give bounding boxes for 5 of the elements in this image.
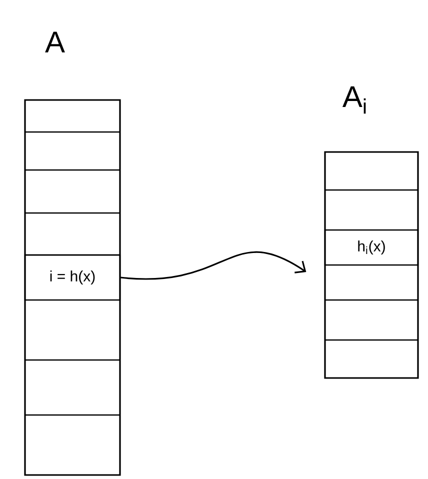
array-cell: h$_{i}$(x): [324, 229, 419, 266]
arrow: [120, 251, 306, 280]
array-cell: i = h(x): [24, 254, 121, 301]
node-label: A$_{i}$: [342, 86, 366, 114]
node-label: A: [45, 32, 65, 52]
